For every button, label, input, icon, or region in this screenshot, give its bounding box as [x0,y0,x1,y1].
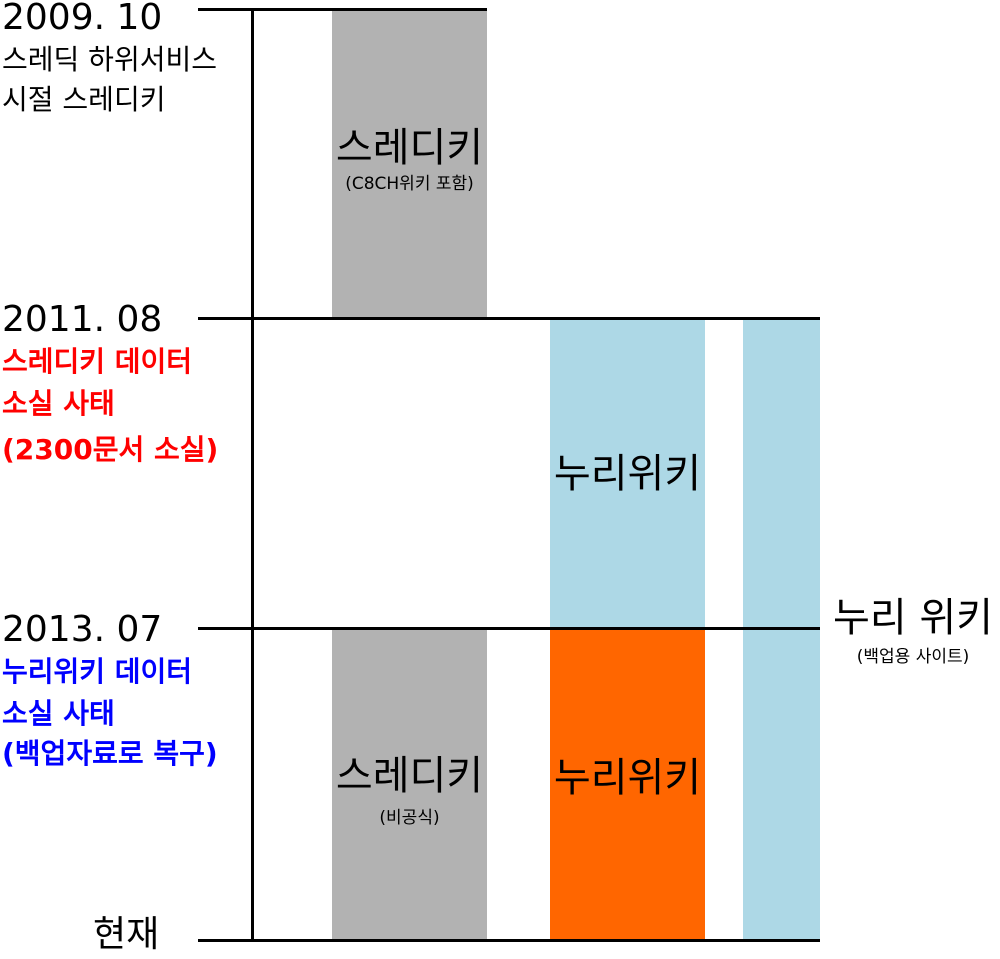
line-2013 [198,627,820,630]
note-2011-line2: 소실 사태 [2,387,115,420]
backup-wiki-bar [743,319,820,941]
note-2013-line2: 소실 사태 [2,697,115,730]
nuriwiki-orange-bar [550,628,705,941]
line-2009 [198,8,487,11]
note-2011-line1: 스레디키 데이터 [2,345,193,378]
line-now [198,939,820,942]
threadiki-early-title: 스레디키 [335,125,484,171]
nuriwiki-orange-title: 누리위키 [553,755,702,801]
threadiki-late-title: 스레디키 [335,753,484,799]
note-2013-line3: (백업자료로 복구) [2,737,218,770]
note-2011-line3: (2300문서 소실) [2,433,219,466]
threadiki-late-sub: (비공식) [379,808,440,828]
threadiki-early-bar [332,9,487,319]
note-2013-line1: 누리위키 데이터 [2,655,193,688]
threadiki-late-bar [332,628,487,941]
date-2011: 2011. 08 [2,299,163,340]
note-2009-line1: 스레딕 하위서비스 [2,43,217,76]
backup-wiki-title: 누리 위키 [833,595,993,641]
threadiki-early-sub: (C8CH위키 포함) [345,174,474,194]
nuriwiki-blue-title: 누리위키 [553,451,702,497]
nuriwiki-blue-bar [550,319,705,628]
note-2009-line2: 시절 스레디키 [2,83,166,116]
date-2013: 2013. 07 [2,609,163,650]
line-2011 [198,317,820,320]
timeline-axis [251,9,254,941]
backup-wiki-sub: (백업용 사이트) [856,647,970,667]
date-2009: 2009. 10 [2,0,163,38]
date-now: 현재 [93,914,160,955]
